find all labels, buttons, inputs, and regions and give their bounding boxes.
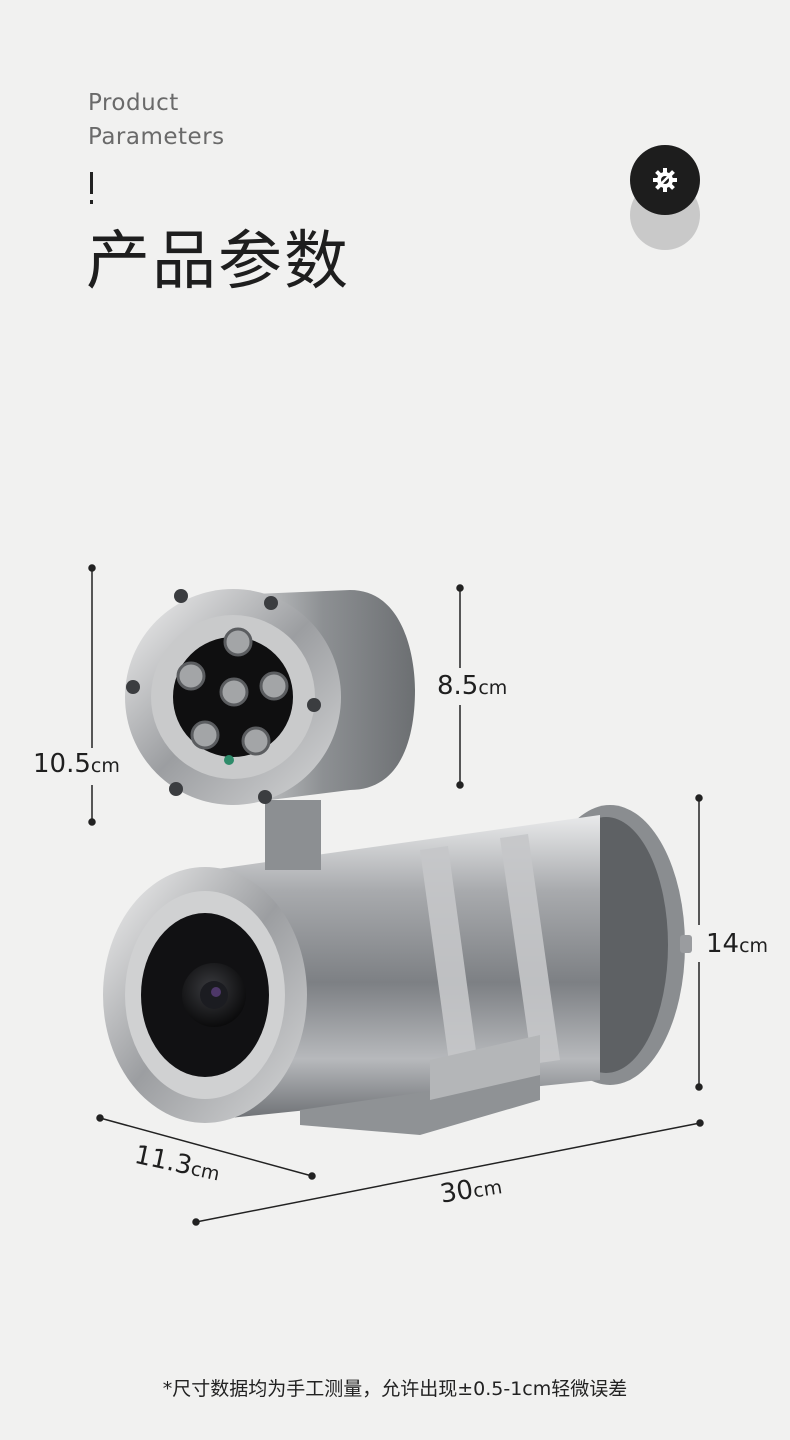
eyebrow-line-1: Product: [88, 90, 179, 116]
dim-unit: cm: [90, 755, 120, 777]
dim-unit: cm: [471, 1176, 504, 1203]
page-title: 产品参数: [86, 225, 350, 299]
gear-wrench-icon: [653, 168, 677, 192]
mount-bracket: [300, 1075, 540, 1135]
dim-ir-diameter: 8.5cm: [437, 671, 507, 701]
dim-unit: cm: [478, 677, 508, 699]
dim-value: 30: [438, 1174, 476, 1210]
eyebrow-line-2: Parameters: [88, 124, 225, 150]
dim-value: 10.5: [33, 749, 91, 779]
dimension-lines: [88, 564, 704, 1226]
dim-bracket-height: 10.5cm: [33, 749, 120, 779]
dim-unit: cm: [739, 935, 769, 957]
ir-illuminator-face: [125, 589, 341, 805]
front-lens-assembly: [103, 867, 307, 1123]
dim-value: 8.5: [437, 671, 479, 701]
dim-value: 14: [706, 929, 740, 959]
settings-badge: [630, 145, 700, 215]
section-eyebrow: Product Parameters: [88, 86, 225, 154]
title-accent-mark: [90, 172, 93, 204]
strap-rear: [500, 834, 560, 1064]
camera-illustration: [88, 564, 704, 1226]
ir-arm: [265, 800, 321, 870]
strap-front: [420, 846, 480, 1084]
measurement-footnote: *尺寸数据均为手工测量，允许出现±0.5-1cm轻微误差: [162, 1378, 628, 1400]
dim-housing-height: 14cm: [706, 929, 768, 959]
dim-unit: cm: [188, 1157, 222, 1186]
